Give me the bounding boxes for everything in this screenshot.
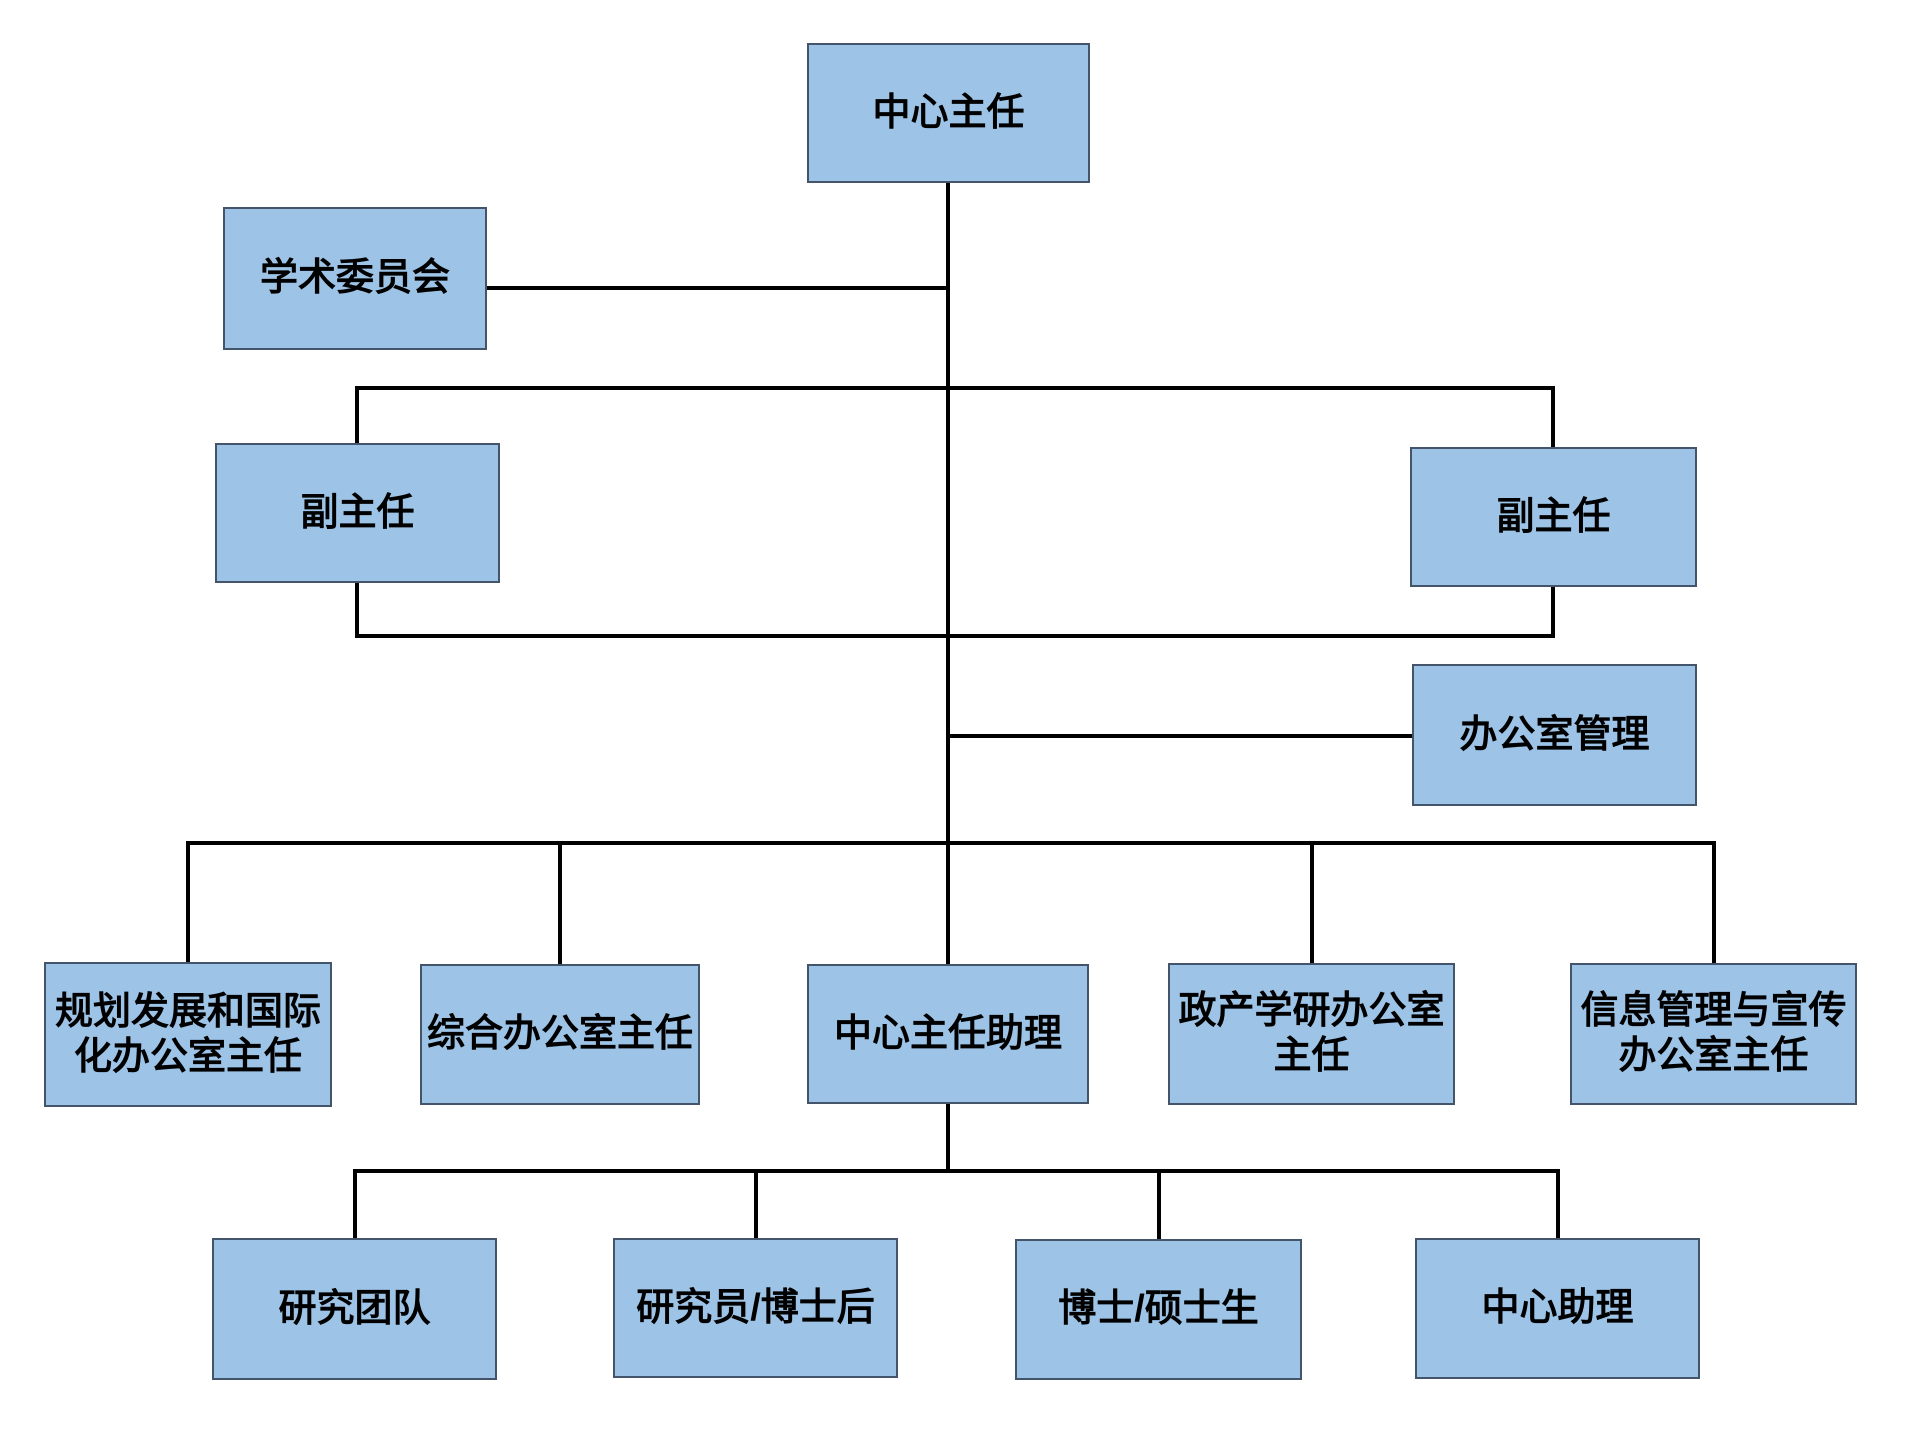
org-node-label: 中心助理 [1481,1287,1634,1330]
connector-deputies-bottom-horizontal [355,634,1555,638]
connector-staff-row-horizontal [353,1169,1560,1173]
connector-drop-center-assistant [1556,1169,1560,1238]
connector-drop-info-publicity-office [1712,841,1716,963]
org-node-researcher-postdoc: 研究员/博士后 [613,1238,898,1378]
org-node-label: 副主任 [1496,495,1611,538]
connector-academic-committee [487,286,950,290]
org-node-center-assistant: 中心助理 [1415,1238,1700,1379]
org-node-label: 规划发展和国际 化办公室主任 [54,990,321,1078]
connector-center-trunk-vertical [946,183,950,964]
org-node-label: 办公室管理 [1459,713,1650,756]
connector-deputy-left-bottom-drop [355,583,359,636]
org-node-center-director: 中心主任 [807,43,1090,183]
connector-drop-phd-master-students [1157,1169,1161,1239]
org-node-academic-committee: 学术委员会 [223,207,487,350]
connector-drop-general-office [558,841,562,964]
org-node-label: 学术委员会 [259,257,450,300]
connector-deputy-left-top-drop [355,386,359,443]
org-node-director-assistant: 中心主任助理 [807,964,1089,1104]
org-node-gov-industry-office-director: 政产学研办公室 主任 [1168,963,1455,1105]
org-node-planning-intl-office-director: 规划发展和国际 化办公室主任 [44,962,332,1107]
org-node-deputy-director-left: 副主任 [215,443,500,583]
org-node-label: 中心主任助理 [833,1012,1062,1055]
org-node-research-team: 研究团队 [212,1238,497,1380]
org-node-label: 博士/硕士生 [1058,1288,1259,1331]
org-node-info-publicity-office-director: 信息管理与宣传 办公室主任 [1570,963,1857,1105]
org-node-deputy-director-right: 副主任 [1410,447,1697,587]
connector-deputies-top-horizontal [355,386,1555,390]
connector-deputy-right-top-drop [1551,386,1555,447]
connector-office-management [946,734,1412,738]
connector-offices-row-horizontal [186,841,1716,845]
connector-drop-planning-office [186,841,190,962]
org-node-phd-master-students: 博士/硕士生 [1015,1239,1302,1380]
connector-deputy-right-bottom-drop [1551,587,1555,636]
connector-drop-gov-industry-office [1310,841,1314,963]
org-node-label: 综合办公室主任 [426,1013,693,1056]
org-node-general-office-director: 综合办公室主任 [420,964,700,1105]
connector-assistant-bottom-vertical [946,1104,950,1171]
org-node-office-management: 办公室管理 [1412,664,1697,806]
connector-drop-research-team [353,1169,357,1238]
org-node-label: 中心主任 [872,91,1025,134]
org-node-label: 研究团队 [278,1287,431,1330]
org-node-label: 信息管理与宣传 办公室主任 [1580,990,1847,1077]
connector-drop-researcher-postdoc [754,1169,758,1238]
org-node-label: 副主任 [300,491,415,534]
org-node-label: 政产学研办公室 主任 [1178,990,1445,1077]
org-node-label: 研究员/博士后 [636,1286,875,1329]
